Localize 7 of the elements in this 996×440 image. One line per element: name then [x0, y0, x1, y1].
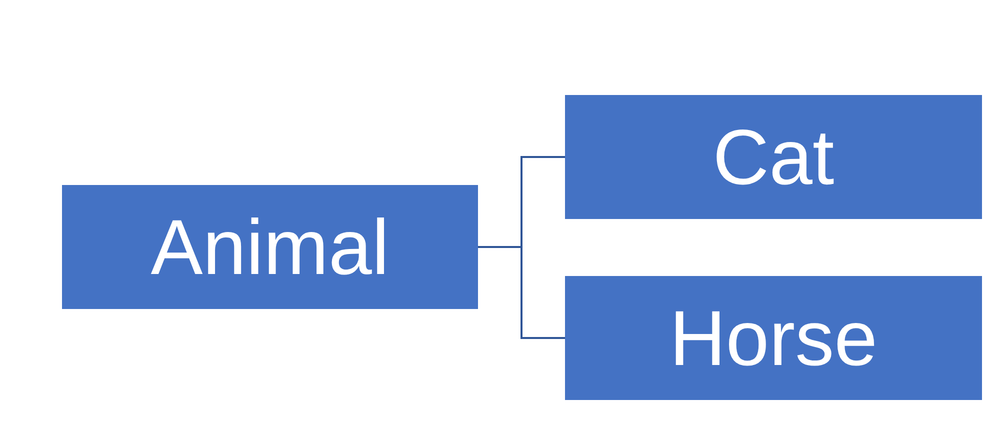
process-box — [565, 95, 982, 219]
process-box — [62, 185, 478, 309]
node-label: Animal — [150, 208, 390, 286]
process-box — [565, 276, 982, 400]
connector-line — [478, 246, 565, 339]
node-label: Cat — [712, 118, 834, 196]
node-label: Horse — [669, 299, 878, 377]
